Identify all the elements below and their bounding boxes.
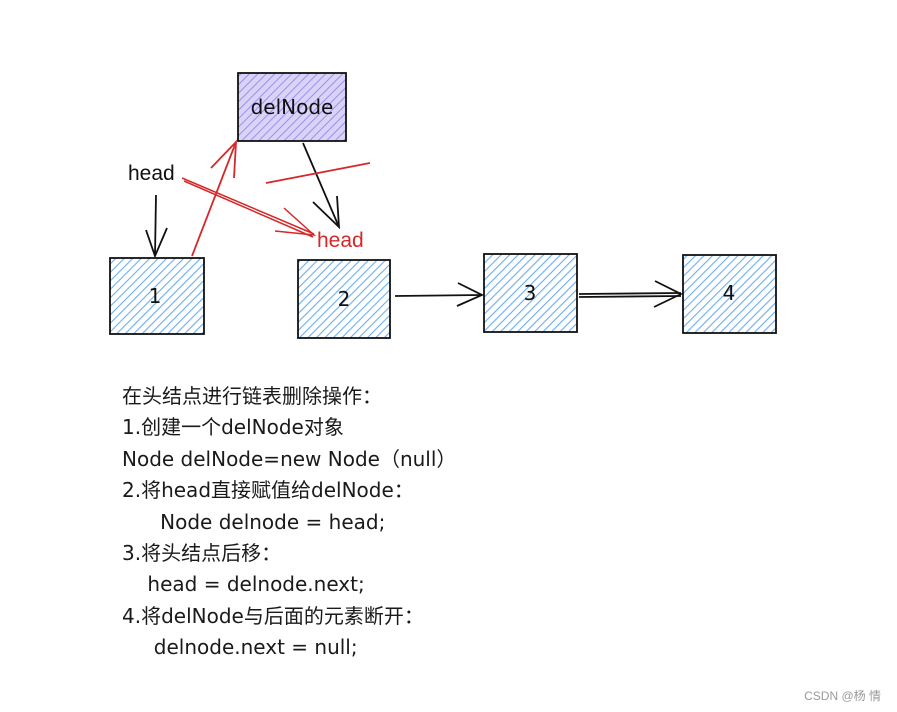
head-label-old: head: [128, 162, 175, 185]
node-3-label: 3: [524, 281, 537, 305]
node-4: 4: [682, 254, 777, 334]
csdn-watermark: CSDN @杨 情: [804, 689, 881, 703]
notes-step-3: 3.将头结点后移：: [122, 541, 282, 566]
notes-code-2: Node delnode = head;: [122, 509, 386, 534]
notes-step-2: 2.将head直接赋值给delNode：: [122, 478, 414, 503]
notes-code-4: delnode.next = null;: [122, 635, 358, 660]
notes-step-4: 4.将delNode与后面的元素断开：: [122, 603, 424, 628]
arrow-node1-to-delnode: [191, 139, 238, 257]
arrow-head-move: [181, 177, 317, 238]
node-4-label: 4: [723, 281, 736, 305]
arrow-delnode-to-node2: [302, 142, 341, 230]
node-1-label: 1: [149, 284, 162, 308]
node-3: 3: [483, 253, 578, 333]
arrow-node3-to-node4: [578, 280, 684, 308]
delnode-label: delNode: [251, 95, 334, 119]
node-2-label: 2: [338, 287, 351, 311]
notes-code-1: Node delNode=new Node（null）: [122, 446, 457, 471]
explanation-notes: 在头结点进行链表删除操作： 1.创建一个delNode对象 Node delNo…: [122, 381, 456, 664]
notes-step-1: 1.创建一个delNode对象: [122, 415, 344, 440]
delnode-box: delNode: [237, 72, 347, 142]
node-2: 2: [297, 259, 391, 339]
node-1: 1: [109, 257, 205, 335]
arrow-node2-to-node3: [394, 282, 485, 307]
cut-link-mark: [265, 162, 371, 184]
arrow-head-to-node1: [145, 194, 168, 259]
head-label-new: head: [317, 229, 364, 252]
notes-code-3: head = delnode.next;: [122, 572, 365, 597]
notes-title: 在头结点进行链表删除操作：: [122, 384, 382, 408]
